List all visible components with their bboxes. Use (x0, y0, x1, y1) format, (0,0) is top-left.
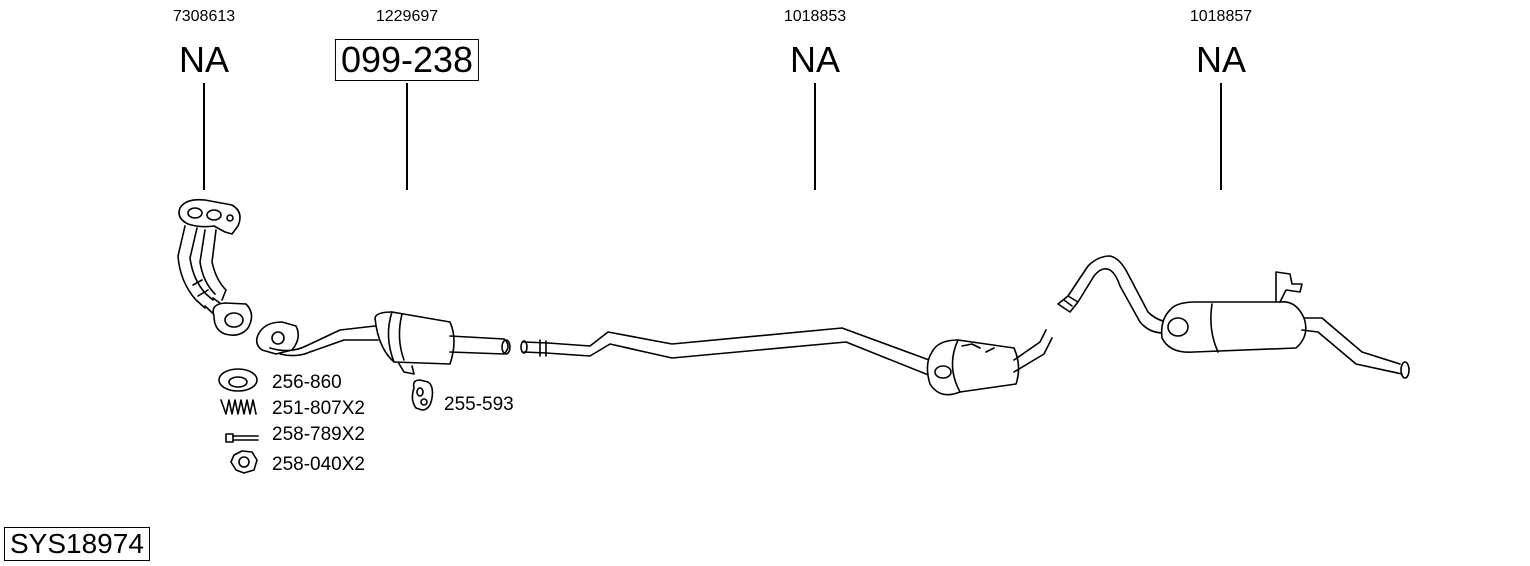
accessory-label-nut: 258-040X2 (272, 454, 365, 475)
accessory-label-gasket: 256-860 (272, 372, 342, 393)
rubber-mount-icon (411, 379, 434, 411)
gasket-ring-icon (218, 368, 258, 392)
part-oe-number-middle-silencer: 1018853 (783, 8, 847, 25)
nut-icon (230, 450, 258, 474)
accessory-label-spring: 251-807X2 (272, 398, 365, 419)
part-code-rear-silencer: NA (1195, 39, 1247, 80)
front-pipe-drawing (177, 198, 253, 336)
accessory-label-rubber-mount: 255-593 (444, 394, 514, 415)
catalytic-converter-drawing (255, 311, 511, 375)
middle-silencer-drawing (520, 327, 1053, 396)
bolt-icon (225, 433, 259, 443)
part-oe-number-rear-silencer: 1018857 (1189, 8, 1253, 25)
part-code-front-pipe: NA (178, 39, 230, 80)
rear-silencer-drawing (1057, 255, 1410, 379)
part-oe-number-front-pipe: 7308613 (172, 8, 236, 25)
leader-line (406, 83, 408, 190)
leader-line (1220, 83, 1222, 190)
system-code-badge: SYS18974 (4, 527, 150, 561)
spring-icon (220, 399, 257, 415)
part-oe-number-catalytic-converter: 1229697 (375, 8, 439, 25)
leader-line (814, 83, 816, 190)
accessory-label-bolt: 258-789X2 (272, 424, 365, 445)
part-code-middle-silencer: NA (789, 39, 841, 80)
leader-line (203, 83, 205, 190)
part-code-catalytic-converter[interactable]: 099-238 (334, 39, 480, 81)
